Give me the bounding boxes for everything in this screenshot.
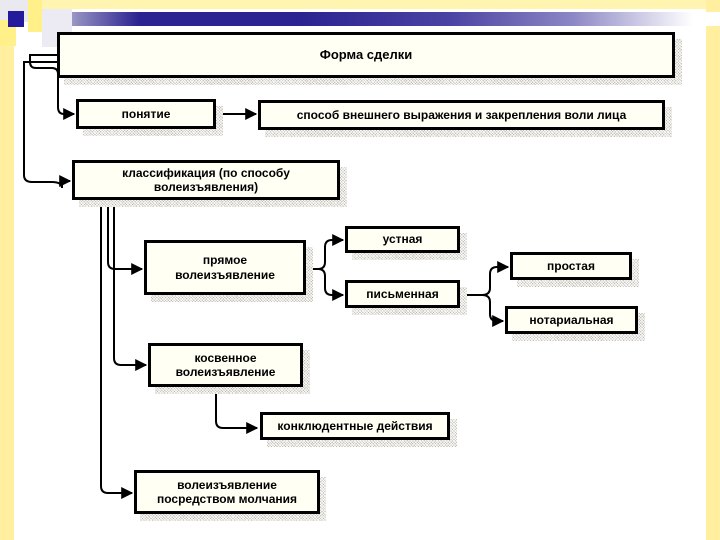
node-indirect-expression-label-line1: косвенное (194, 350, 257, 365)
slide-right-band (706, 0, 720, 540)
node-simple-written-form[interactable]: простая (510, 252, 632, 280)
node-concept-definition[interactable]: способ внешнего выражения и закрепления … (258, 100, 665, 130)
node-concept-label: понятие (121, 106, 171, 121)
node-written-form[interactable]: письменная (345, 280, 460, 308)
node-classification-label-line1: классификация (по способу (122, 165, 290, 180)
slide-left-band (0, 0, 14, 540)
edge-classification-to-indirect (113, 201, 148, 371)
node-implied-acts[interactable]: конклюдентные действия (260, 412, 450, 440)
node-implied-acts-label: конклюдентные действия (277, 418, 433, 433)
node-oral-form-label: устная (382, 232, 423, 247)
node-direct-expression[interactable]: прямое волеизъявление (144, 240, 306, 295)
node-concept[interactable]: понятие (76, 99, 216, 129)
node-direct-expression-label-line1: прямое (202, 253, 248, 268)
node-indirect-expression[interactable]: косвенное волеизъявление (148, 343, 303, 387)
node-oral-form[interactable]: устная (345, 226, 460, 253)
edge-root-to-classification (23, 61, 72, 189)
edge-classification-to-silence (100, 201, 134, 499)
node-root-label: Форма сделки (319, 47, 413, 63)
slide-bullet-square-icon (8, 11, 24, 27)
slide-top-band (0, 0, 720, 9)
node-classification[interactable]: классификация (по способу волеизъявления… (72, 160, 340, 200)
node-direct-expression-label-line2: волеизъявление (175, 267, 275, 282)
node-silence-expression-label-line1: волеизъявление (177, 477, 277, 492)
node-root[interactable]: Форма сделки (57, 32, 675, 78)
node-concept-definition-label: способ внешнего выражения и закрепления … (296, 107, 627, 122)
edge-written-to-notarial (461, 294, 505, 327)
edge-root-to-concept (29, 54, 76, 120)
node-classification-label-line2: волеизъявления) (153, 180, 259, 194)
node-silence-expression-label-line2: посредством молчания (156, 492, 298, 506)
node-silence-expression[interactable]: волеизъявление посредством молчания (134, 470, 320, 514)
node-notarial-form-label: нотариальная (529, 312, 614, 327)
edge-direct-to-written (307, 268, 345, 301)
edge-written-to-simple (461, 261, 510, 296)
edge-indirect-to-implied-acts (215, 388, 259, 434)
node-written-form-label: письменная (366, 286, 439, 301)
slide-corner-yellow-a (28, 0, 42, 32)
node-indirect-expression-label-line2: волеизъявление (175, 365, 276, 379)
slide-header-bar (44, 12, 720, 26)
node-notarial-form[interactable]: нотариальная (505, 306, 638, 334)
node-simple-written-form-label: простая (547, 258, 595, 273)
